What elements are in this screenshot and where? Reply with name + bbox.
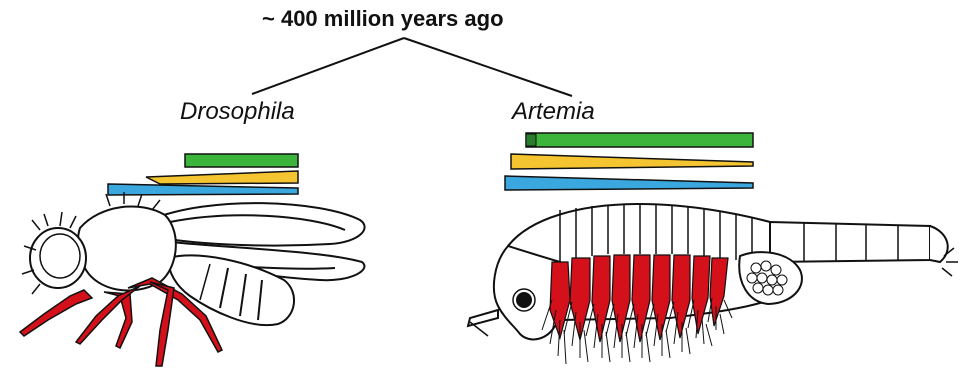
- taxon-label-artemia: Artemia: [512, 98, 595, 126]
- artemia-yellow-wedge: [511, 154, 753, 169]
- tree-branches: [252, 38, 572, 96]
- artemia-appendages: [550, 255, 728, 342]
- branch-to-drosophila: [252, 38, 404, 94]
- fly-leg-1: [20, 290, 92, 336]
- drosophila-green-bar: [185, 154, 298, 167]
- fly-thorax: [78, 206, 176, 290]
- drosophila-expression-bars: [108, 154, 298, 195]
- artemia-limb-8: [692, 256, 710, 334]
- fly-eye: [40, 234, 80, 278]
- artemia-limb-7: [672, 255, 690, 338]
- time-label: ~ 400 million years ago: [262, 6, 504, 32]
- taxon-label-drosophila: Drosophila: [180, 98, 295, 126]
- drosophila-blue-wedge: [108, 184, 298, 195]
- artemia-green-bar: [526, 133, 753, 147]
- fly-leg-4: [150, 282, 174, 366]
- artemia-green-bar-segment: [526, 134, 536, 146]
- artemia-abdomen: [770, 222, 930, 262]
- artemia-blue-wedge: [505, 176, 753, 190]
- branch-to-artemia: [404, 38, 572, 96]
- artemia-tail: [930, 226, 948, 262]
- fly-wing-upper: [150, 203, 365, 245]
- drosophila-yellow-wedge: [146, 171, 298, 184]
- artemia-expression-bars: [505, 133, 753, 190]
- artemia-eye: [517, 293, 531, 307]
